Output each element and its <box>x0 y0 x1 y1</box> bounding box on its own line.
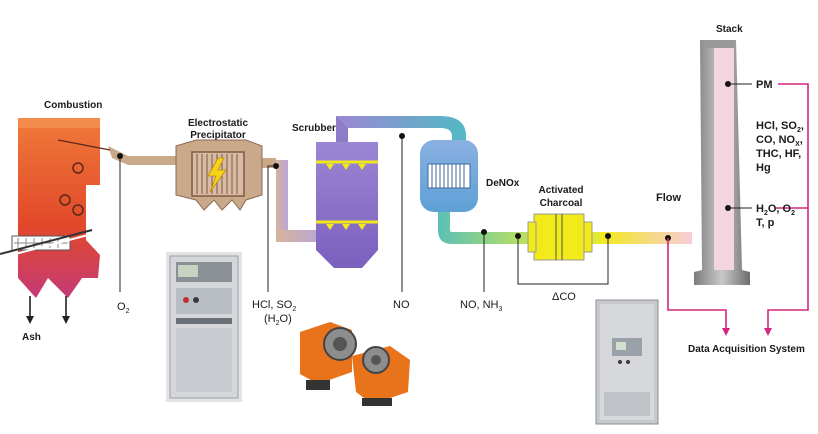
ash-label: Ash <box>22 332 41 343</box>
das-label: Data Acquisition System <box>688 344 805 355</box>
h2o-label: (H2O) <box>264 313 292 327</box>
probe-analyzer-image <box>300 322 410 406</box>
stack-thc-label: THC, HF, <box>756 148 801 160</box>
electrostatic-precipitator <box>175 139 263 211</box>
charcoal-label-line2: Charcoal <box>540 198 583 209</box>
scrubber-tower <box>316 142 378 268</box>
scrubber-label: Scrubber <box>292 123 336 134</box>
charcoal-label-line1: Activated <box>538 185 583 196</box>
das-cabinet-image <box>595 299 659 425</box>
combustion-label: Combustion <box>44 100 102 111</box>
stack-chimney <box>694 40 750 285</box>
stack-co-nox-label: CO, NOX, <box>756 134 803 148</box>
no-nh3-label: NO, NH3 <box>460 299 503 313</box>
lightning-icon <box>207 157 227 193</box>
das-arrow-left <box>722 328 730 336</box>
stack-pm-label: PM <box>756 79 773 91</box>
no-label: NO <box>393 299 410 311</box>
activated-charcoal-filter <box>527 213 593 261</box>
denox-reactor <box>420 140 478 212</box>
esp-label-line2: Precipitator <box>190 130 246 141</box>
stack-hcl-label: HCl, SO2, <box>756 120 804 134</box>
combustion-furnace <box>0 118 111 324</box>
esp-label-line1: Electrostatic <box>188 118 248 129</box>
analyzer-cabinet-image <box>166 252 242 402</box>
das-arrow-right <box>764 328 772 336</box>
flow-label: Flow <box>656 192 681 204</box>
stack-tp-label: T, p <box>756 217 775 229</box>
delta-co-label: ΔCO <box>552 291 576 303</box>
o2-label: O2 <box>117 301 130 315</box>
stack-label: Stack <box>716 24 743 35</box>
signal-lines <box>667 83 809 330</box>
stack-h2o-label: H2O, O2 <box>756 203 795 217</box>
stack-hg-label: Hg <box>756 162 771 174</box>
denox-label: DeNOx <box>486 178 520 189</box>
hcl-so2-label: HCl, SO2 <box>252 299 296 313</box>
